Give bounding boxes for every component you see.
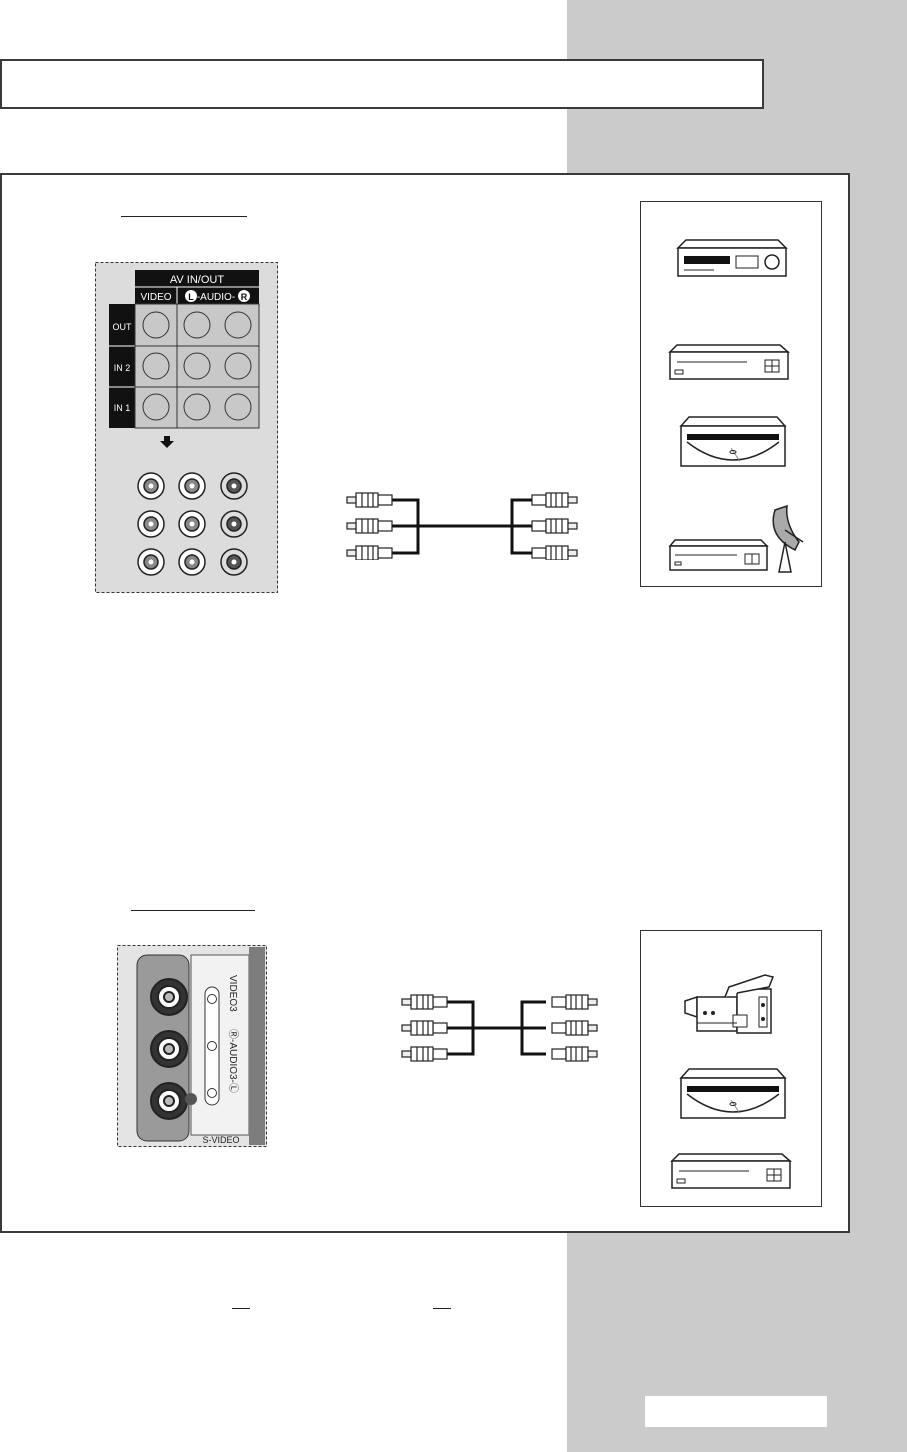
dvd-player-icon [670,1153,792,1189]
av-header-label: AV IN/OUT [170,274,224,286]
audio-column-label: -AUDIO- [197,292,235,303]
video-column-label: VIDEO [140,292,171,303]
section-underline-bottom [131,910,255,911]
page-number-box [645,1396,827,1427]
section-underline-top [121,216,247,217]
external-devices-box-top [640,201,822,587]
rca-cable-bottom [401,994,598,1062]
audio3-label: Ⓡ-AUDIO3-Ⓛ [227,1029,239,1093]
side-av-panel: VIDEO3 Ⓡ-AUDIO3-Ⓛ S-VIDEO [117,945,267,1147]
title-box [0,59,764,109]
vcr-icon [676,239,788,277]
rca-cable-top [346,492,578,560]
left-channel-letter: L [188,292,194,302]
row-label-in1: IN 1 [114,403,131,413]
satellite-receiver-icon [668,504,804,573]
disc-player-icon [679,1068,787,1119]
row-label-in2: IN 2 [114,363,131,373]
video3-label: VIDEO3 [227,975,238,1012]
camcorder-icon [684,974,775,1034]
down-arrow-icon [160,436,174,448]
right-channel-letter: R [241,292,248,302]
dvd-player-icon [668,344,790,380]
av-in-out-panel: AV IN/OUT VIDEO L -AUDIO- R OUT IN 2 IN … [95,262,278,593]
external-devices-box-bottom [640,930,822,1207]
footer-underline-2 [433,1308,451,1309]
row-label-out: OUT [113,322,133,332]
disc-player-icon [679,416,787,467]
s-video-label: S-VIDEO [202,1135,239,1145]
footer-underline-1 [232,1308,250,1309]
